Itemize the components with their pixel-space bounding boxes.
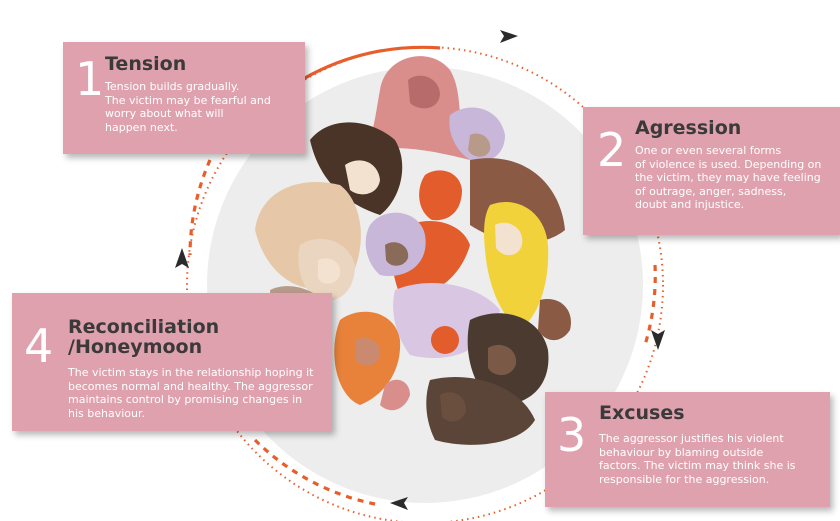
arrow-right-icon <box>651 330 665 350</box>
stage-card-reconciliation: 4 Reconciliation /Honeymoon The victim s… <box>12 293 332 431</box>
stage-title: Agression <box>635 117 742 139</box>
cycle-arc-left <box>188 159 212 256</box>
arrow-left-icon <box>175 248 189 268</box>
stage-number: 4 <box>24 319 54 373</box>
stage-description: The aggressor justifies his violent beha… <box>599 432 796 486</box>
cycle-arc-bottom <box>253 438 381 507</box>
cycle-ring <box>186 46 664 521</box>
arrow-bottom-icon <box>390 497 408 510</box>
stage-description: The victim stays in the relationship hop… <box>68 366 314 420</box>
arrow-top-icon <box>500 30 518 43</box>
stage-card-agression: 2 Agression One or even several forms of… <box>583 107 840 235</box>
stage-card-tension: 1 Tension Tension builds gradually. The … <box>63 42 305 154</box>
cycle-arc-top <box>304 45 441 80</box>
stage-card-excuses: 3 Excuses The aggressor justifies his vi… <box>545 392 830 507</box>
stage-title: Tension <box>105 53 187 75</box>
stage-number: 1 <box>75 52 105 106</box>
stage-number: 3 <box>557 408 587 462</box>
stage-title: Excuses <box>599 402 685 424</box>
women-illustration <box>255 56 571 445</box>
stage-description: One or even several forms of violence is… <box>635 144 822 211</box>
stage-number: 2 <box>597 123 627 177</box>
cycle-arc-right <box>643 264 657 346</box>
stage-title: Reconciliation /Honeymoon <box>68 316 220 358</box>
stage-description: Tension builds gradually. The victim may… <box>105 80 271 134</box>
